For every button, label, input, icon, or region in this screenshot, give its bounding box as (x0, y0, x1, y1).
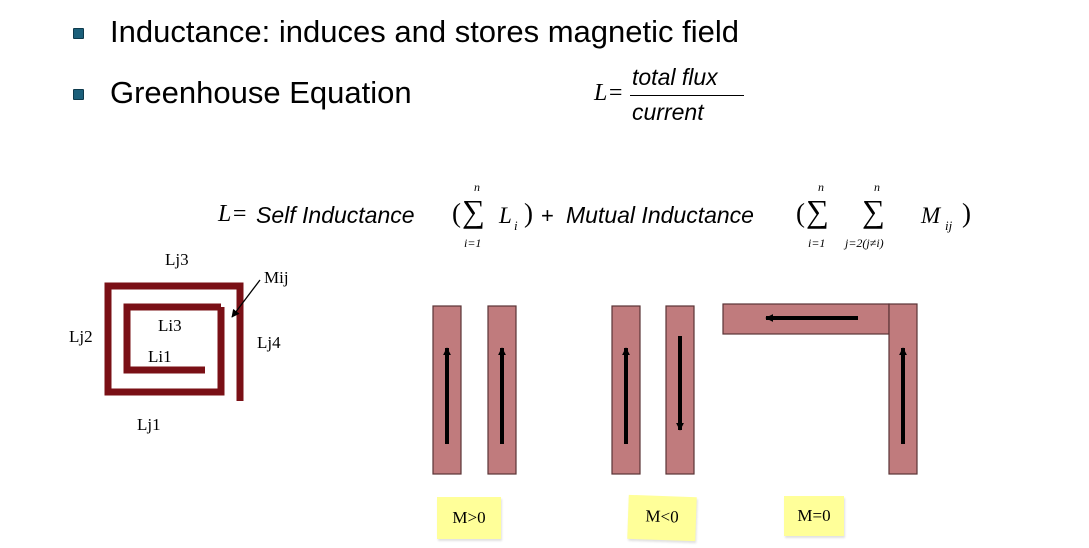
bullet-marker-2 (73, 89, 84, 100)
inner-loop (123, 303, 221, 374)
formula2-plus: + (541, 203, 554, 228)
mij-pointer (231, 279, 261, 318)
label-mij: Mij (264, 268, 289, 287)
note-m-negative: M<0 (627, 494, 697, 542)
sum1-term-sub: i (514, 218, 518, 233)
sum3-upper: n (874, 180, 880, 194)
sum2-lower: i=1 (808, 236, 826, 250)
formula2-lhs: L= (218, 201, 248, 227)
bar-mzero-horizontal (722, 303, 890, 335)
sum1-sigma: ∑ (462, 193, 485, 229)
bullet-greenhouse: Greenhouse Equation (110, 75, 412, 110)
formula2-mutual-text: Mutual Inductance (566, 202, 754, 228)
label-lj4: Lj4 (257, 333, 281, 352)
sum3-lower: j=2(j≠i) (845, 236, 884, 250)
label-li1: Li1 (148, 347, 172, 366)
sum1-term: L (499, 203, 512, 228)
label-li3: Li3 (158, 316, 182, 335)
formula1-numerator: total flux (632, 64, 718, 90)
formula1-denominator: current (632, 99, 704, 125)
coil-spiral (104, 282, 244, 401)
bullet-inductance: Inductance: induces and stores magnetic … (110, 14, 739, 49)
formula2-self-text: Self Inductance (256, 202, 415, 228)
formula2-close-paren-1: ) (524, 198, 533, 228)
note-m-zero: M=0 (784, 496, 844, 536)
formula1-fraction-bar (630, 95, 744, 96)
sum1-lower: i=1 (464, 236, 482, 250)
sum2-sigma: ∑ (806, 193, 829, 229)
label-lj1: Lj1 (137, 415, 161, 434)
formula1-lhs: L= (594, 80, 624, 106)
formula2-close-paren-2: ) (962, 198, 971, 228)
formula2-open-paren-1: ( (452, 198, 461, 228)
sum-term-sub: ij (945, 218, 953, 233)
sum2-upper: n (818, 180, 824, 194)
sum-term: M (921, 203, 941, 228)
bullet-marker-1 (73, 28, 84, 39)
sum1-upper: n (474, 180, 480, 194)
label-lj2: Lj2 (69, 327, 93, 346)
note-m-positive: M>0 (437, 497, 501, 539)
formula2-open-paren-2: ( (796, 198, 805, 228)
sum3-sigma: ∑ (862, 193, 885, 229)
label-lj3: Lj3 (165, 250, 189, 269)
outer-loop (104, 282, 244, 401)
